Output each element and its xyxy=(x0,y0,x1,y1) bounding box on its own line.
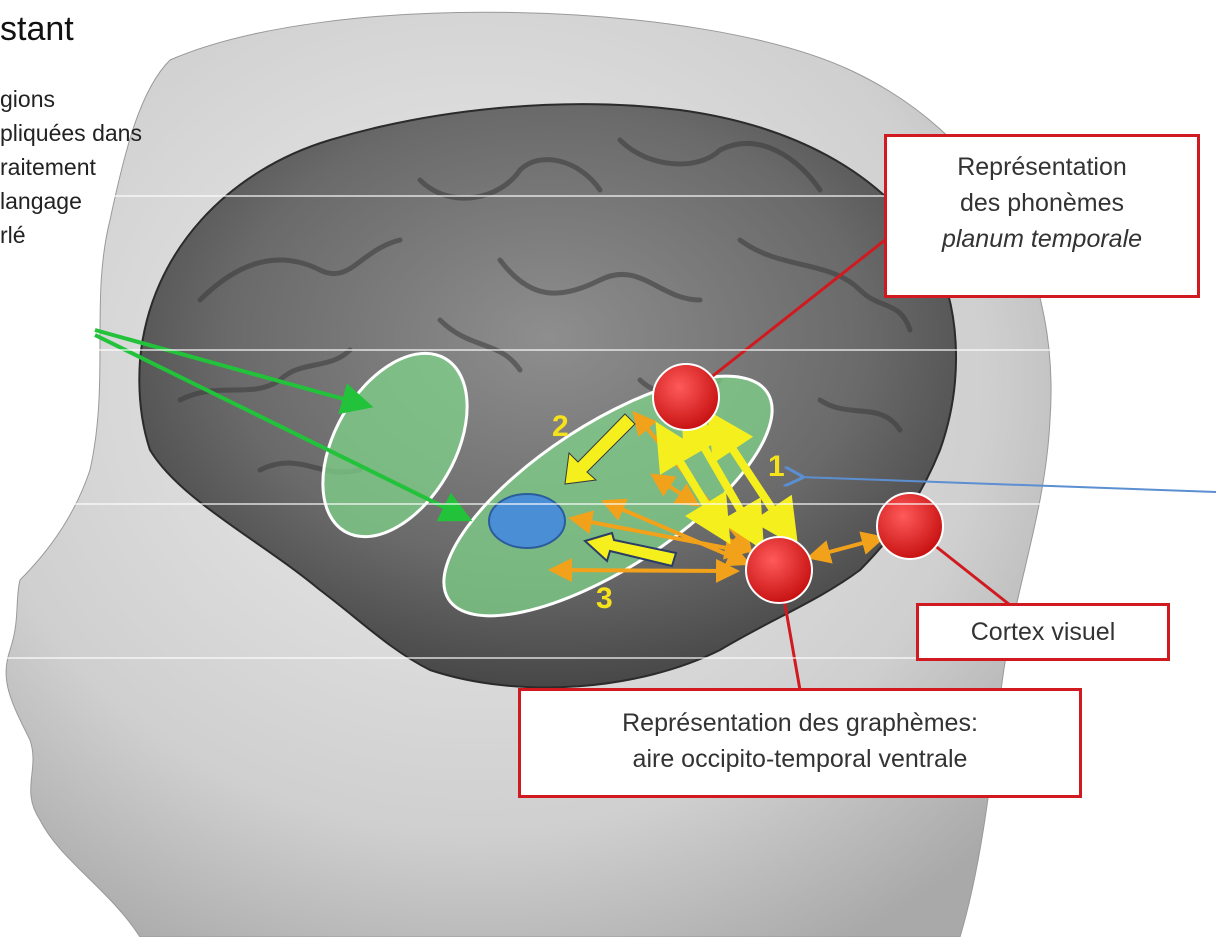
label-phonemes-line1: Représentation xyxy=(887,149,1197,185)
left-caption-line: gions xyxy=(0,82,142,116)
step-number-3: 3 xyxy=(596,582,613,616)
left-caption-line: pliquées dans xyxy=(0,116,142,150)
label-phonemes-line2: des phonèmes xyxy=(887,185,1197,221)
label-graphemes: Représentation des graphèmes: aire occip… xyxy=(518,688,1082,798)
left-caption-line: raitement xyxy=(0,150,142,184)
label-phonemes: Représentation des phonèmes planum tempo… xyxy=(884,134,1200,298)
node-phonemes xyxy=(653,364,719,430)
step-number-2: 2 xyxy=(552,410,569,444)
label-graphemes-line2: aire occipito-temporal ventrale xyxy=(521,741,1079,777)
label-cortex-visuel: Cortex visuel xyxy=(916,603,1170,661)
left-caption: gions pliquées dans raitement langage rl… xyxy=(0,82,142,252)
label-phonemes-line3: planum temporale xyxy=(887,221,1197,257)
label-graphemes-line1: Représentation des graphèmes: xyxy=(521,705,1079,741)
title-fragment: stant xyxy=(0,10,74,49)
node-semantic xyxy=(489,494,565,548)
step-number-1: 1 xyxy=(768,450,785,484)
node-graphemes xyxy=(746,537,812,603)
node-cortex-visuel xyxy=(877,493,943,559)
left-caption-line: rlé xyxy=(0,218,142,252)
left-caption-line: langage xyxy=(0,184,142,218)
